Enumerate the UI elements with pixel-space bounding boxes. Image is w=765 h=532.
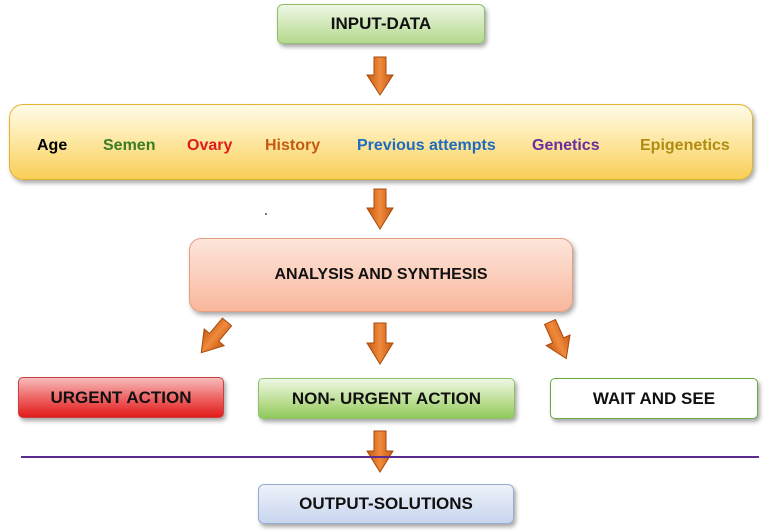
factor-epigenetics: Epigenetics bbox=[640, 137, 730, 154]
output-solutions-box: OUTPUT-SOLUTIONS bbox=[258, 484, 514, 524]
factors-box bbox=[9, 104, 753, 180]
factor-genetics: Genetics bbox=[532, 137, 600, 154]
analysis-synthesis-label: ANALYSIS AND SYNTHESIS bbox=[274, 266, 488, 283]
factor-previous-attempts: Previous attempts bbox=[357, 137, 496, 154]
wait-and-see-label: WAIT AND SEE bbox=[592, 388, 716, 408]
analysis-synthesis-box: ANALYSIS AND SYNTHESIS bbox=[189, 238, 573, 312]
arrow-factors-to-analysis bbox=[366, 188, 394, 230]
arrow-analysis-to-non-urgent bbox=[366, 322, 394, 365]
factor-age: Age bbox=[37, 137, 68, 154]
stray-dot bbox=[265, 213, 267, 215]
divider-line bbox=[21, 456, 759, 458]
non-urgent-action-box: NON- URGENT ACTION bbox=[258, 378, 515, 419]
arrow-analysis-to-wait bbox=[543, 318, 571, 360]
urgent-action-box: URGENT ACTION bbox=[18, 377, 224, 418]
wait-and-see-box: WAIT AND SEE bbox=[550, 378, 758, 419]
factor-semen: Semen bbox=[103, 137, 156, 154]
input-data-box: INPUT-DATA bbox=[277, 4, 485, 44]
arrow-analysis-to-urgent bbox=[200, 317, 233, 354]
input-data-label: INPUT-DATA bbox=[330, 14, 432, 33]
arrow-non-urgent-to-output bbox=[366, 430, 394, 473]
arrow-input-to-factors bbox=[366, 56, 394, 96]
factor-ovary: Ovary bbox=[187, 137, 233, 154]
factor-history: History bbox=[265, 137, 321, 154]
output-solutions-label: OUTPUT-SOLUTIONS bbox=[299, 494, 473, 513]
urgent-action-label: URGENT ACTION bbox=[50, 387, 192, 407]
non-urgent-action-label: NON- URGENT ACTION bbox=[291, 388, 482, 408]
